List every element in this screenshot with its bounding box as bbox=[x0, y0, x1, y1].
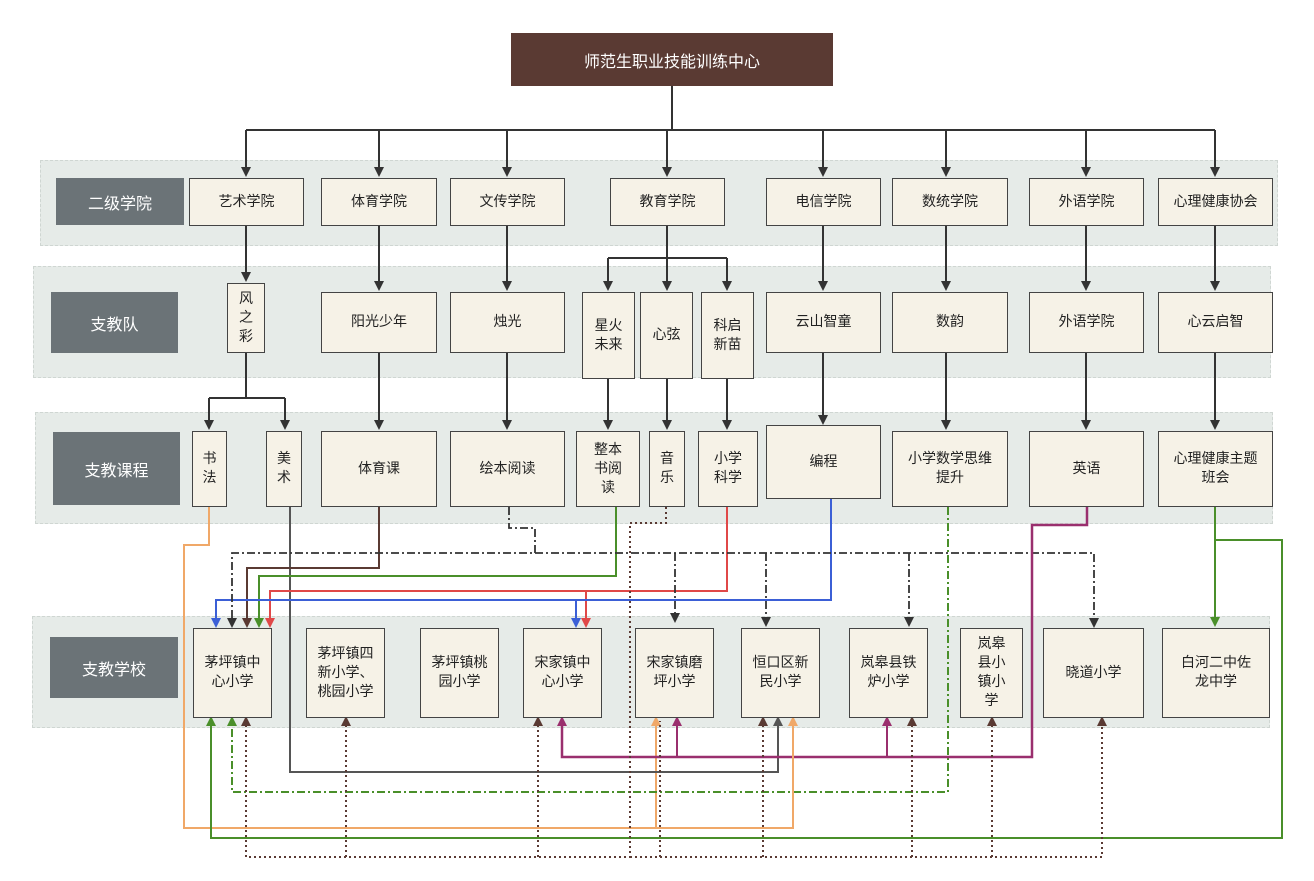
school-songjia-central: 宋家镇中心小学 bbox=[523, 628, 602, 718]
college-education: 教育学院 bbox=[610, 178, 725, 226]
school-xiaodao: 晓道小学 bbox=[1043, 628, 1144, 718]
course-pe: 体育课 bbox=[321, 431, 437, 507]
college-media: 文传学院 bbox=[450, 178, 565, 226]
team-keqi: 科启新苗 bbox=[701, 292, 754, 379]
team-shuyun: 数韵 bbox=[892, 292, 1008, 353]
college-math: 数统学院 bbox=[892, 178, 1008, 226]
team-fengzhicai: 风之彩 bbox=[227, 283, 265, 353]
team-waiyu: 外语学院 bbox=[1029, 292, 1144, 353]
school-baihe-zuolong: 白河二中佐龙中学 bbox=[1162, 628, 1270, 718]
school-hengkou-xinmin: 恒口区新民小学 bbox=[741, 628, 820, 718]
team-xinxian: 心弦 bbox=[640, 292, 693, 379]
course-fine-art: 美术 bbox=[266, 431, 302, 507]
label-courses: 支教课程 bbox=[53, 432, 180, 505]
course-mental-health: 心理健康主题班会 bbox=[1158, 431, 1273, 507]
college-psych: 心理健康协会 bbox=[1158, 178, 1273, 226]
label-colleges: 二级学院 bbox=[56, 178, 184, 225]
school-maoping-central: 茅坪镇中心小学 bbox=[193, 628, 272, 718]
school-langao-tielu: 岚皋县铁炉小学 bbox=[849, 628, 928, 718]
root-center: 师范生职业技能训练中心 bbox=[511, 33, 833, 86]
team-xinghuo: 星火未来 bbox=[582, 292, 635, 379]
school-maoping-sixin: 茅坪镇四新小学、桃园小学 bbox=[306, 628, 385, 718]
team-yangguang: 阳光少年 bbox=[321, 292, 437, 353]
course-programming: 编程 bbox=[766, 425, 881, 499]
college-foreign: 外语学院 bbox=[1029, 178, 1144, 226]
course-calligraphy: 书法 bbox=[192, 431, 227, 507]
course-music: 音乐 bbox=[649, 431, 685, 507]
school-langao-xiaozhen: 岚皋县小镇小学 bbox=[960, 628, 1023, 718]
college-sports: 体育学院 bbox=[321, 178, 437, 226]
team-xinyun: 心云启智 bbox=[1158, 292, 1273, 353]
team-zhuguang: 烛光 bbox=[450, 292, 565, 353]
college-art: 艺术学院 bbox=[189, 178, 304, 226]
course-picture-book: 绘本阅读 bbox=[450, 431, 565, 507]
course-whole-book: 整本书阅读 bbox=[576, 431, 640, 507]
school-maoping-taoyuan: 茅坪镇桃园小学 bbox=[420, 628, 499, 718]
team-yunshan: 云山智童 bbox=[766, 292, 881, 353]
course-english: 英语 bbox=[1029, 431, 1144, 507]
course-math-thinking: 小学数学思维提升 bbox=[892, 431, 1008, 507]
school-songjia-moping: 宋家镇磨坪小学 bbox=[635, 628, 714, 718]
college-telecom: 电信学院 bbox=[766, 178, 881, 226]
course-science: 小学科学 bbox=[698, 431, 758, 507]
label-schools: 支教学校 bbox=[50, 637, 178, 698]
label-teams: 支教队 bbox=[51, 292, 178, 353]
